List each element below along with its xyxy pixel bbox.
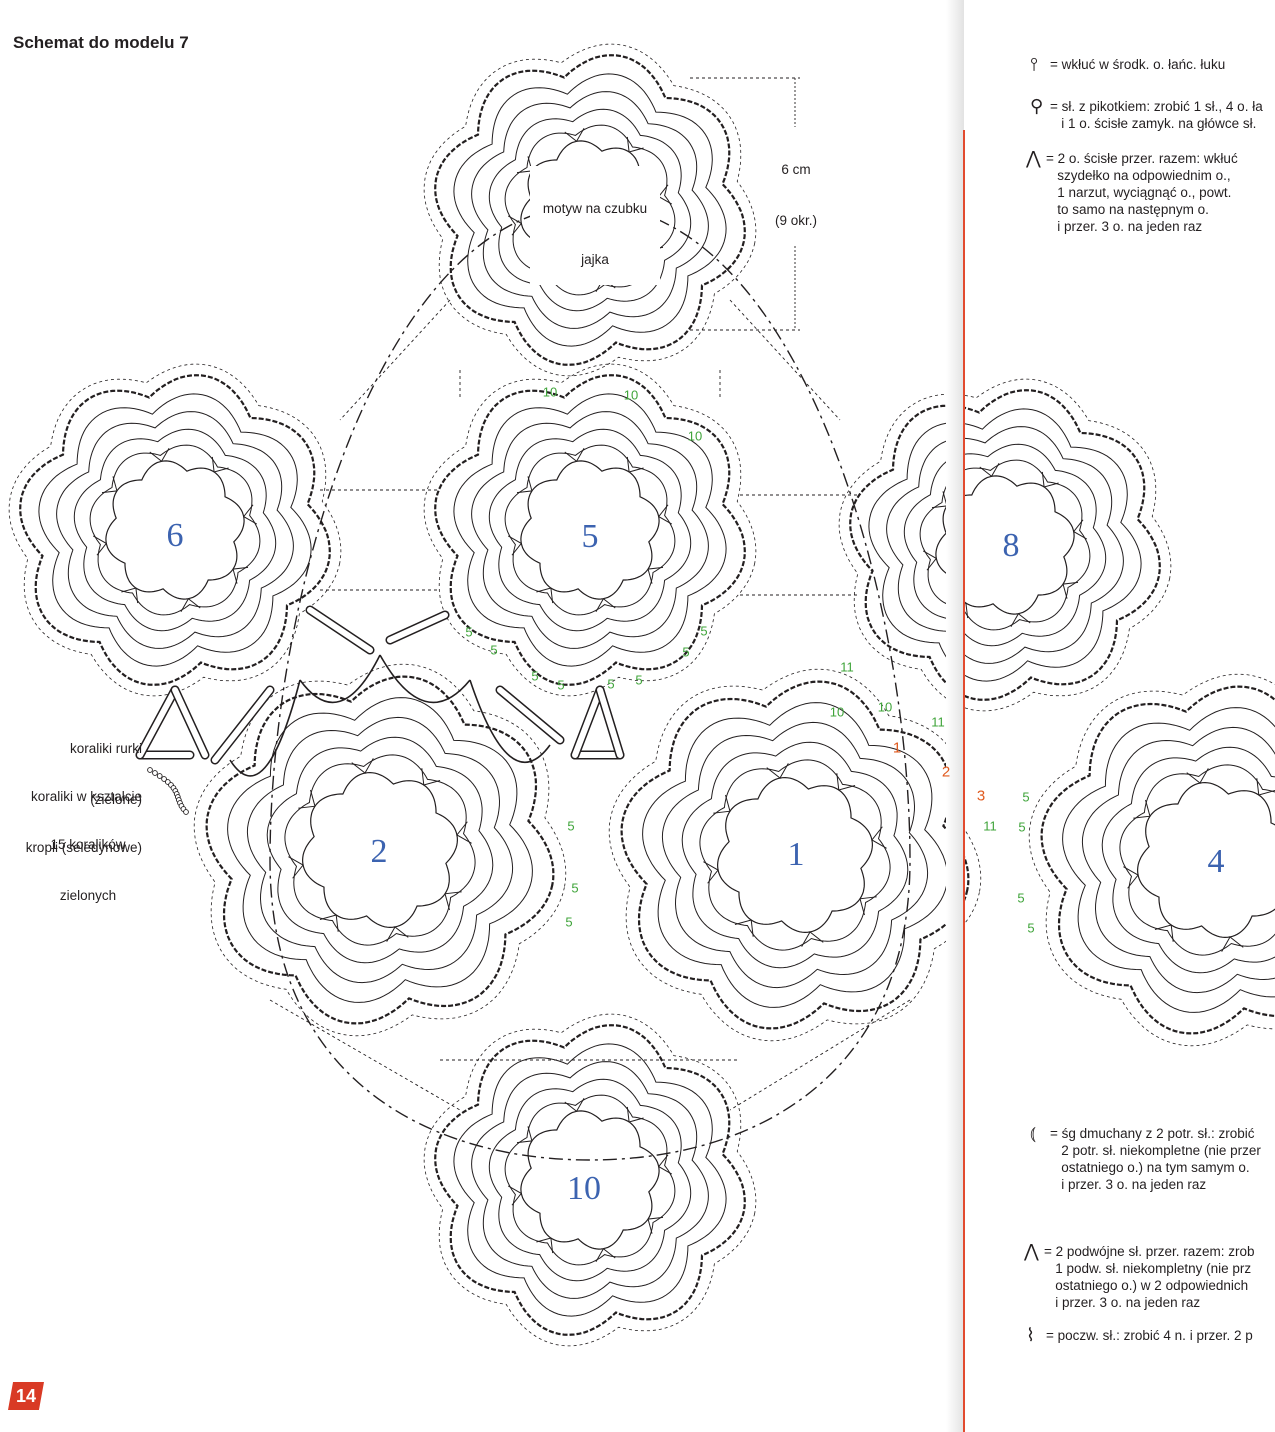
row-number: 11 [840,659,854,675]
row-number: 11 [983,818,997,834]
motif-number-10: 10 [567,1170,601,1207]
top-motif-note: motyw na czubku jajka [530,166,660,285]
height-note-line1: 6 cm [781,162,811,177]
top-motif-note-line1: motyw na czubku [542,201,648,216]
row-number: 5 [700,623,708,639]
beads-count-line1: 15 koralików [50,837,126,852]
row-number: 5 [682,644,690,660]
top-motif-note-line2: jajka [581,252,609,267]
legend-text: = 2 o. ścisłe przer. razem: wkłuć szydeł… [1046,151,1238,234]
row-number: 11 [931,714,945,730]
bead-string [135,605,625,815]
legend-text: = poczw. sł.: zrobić 4 n. i przer. 2 p [1046,1328,1253,1343]
motif-number-8: 8 [1002,527,1020,564]
row-number: 5 [490,642,498,658]
beads-tube-line2: (zielone) [90,792,142,807]
motif-number-5: 5 [581,518,599,555]
motif-8 [838,378,1172,712]
beads-drop-line2: kropli (seledynowe) [25,840,142,855]
row-number: 5 [531,668,539,684]
beads-tube-line1: koraliki rurki [69,741,142,756]
row-number: 5 [571,880,579,896]
row-number: 5 [557,677,565,693]
beads-drop-note: koraliki w kształcie kropli (seledynowe) [2,754,142,873]
page-number: 14 [8,1382,44,1410]
row-number: 5 [1018,819,1026,835]
legend-text: = śg dmuchany z 2 potr. sł.: zrobić 2 po… [1050,1126,1261,1192]
row-number: 5 [1027,920,1035,936]
page-gutter [946,0,964,1432]
legend-text: = wkłuć w środk. o. łańc. łuku [1050,57,1226,72]
row-number: 5 [635,672,643,688]
row-number-red: 3 [976,787,986,805]
puff-stitch-symbol-icon: ⦅ [1030,1123,1036,1144]
row-number: 5 [1022,789,1030,805]
legend-text: = 2 podwójne sł. przer. razem: zrob 1 po… [1044,1244,1255,1310]
beads-count-line2: zielonych [59,888,117,903]
legend-text: = sł. z pikotkiem: zrobić 1 sł., 4 o. ła… [1050,99,1263,131]
beads-drop-line1: koraliki w kształcie [30,789,142,804]
decrease-symbol-icon: ⋀ [1026,148,1041,169]
row-number: 5 [1017,890,1025,906]
page-title: Schemat do modelu 7 [13,33,189,52]
beads-tube-note: koraliki rurki (zielone) [20,706,142,825]
motif-6 [8,363,342,697]
page-edge-line [963,130,965,1432]
row-number-red: 2 [941,763,951,781]
motif-number-4: 4 [1207,843,1225,880]
quadruple-treble-symbol-icon: ⌇ [1026,1325,1035,1346]
row-number: 5 [465,624,473,640]
row-number: 10 [877,699,893,715]
motif-number-1: 1 [787,836,805,873]
row-number-red: 1 [892,739,902,757]
stitch-symbol-icon: ⫯ [1030,54,1038,75]
motif-10 [423,1013,757,1347]
row-number: 10 [829,704,845,720]
motif-number-6: 6 [166,517,184,554]
row-number: 10 [623,387,639,403]
motif-5 [423,363,757,697]
double-treble-decrease-symbol-icon: ⋀ [1024,1241,1039,1262]
row-number: 10 [687,428,703,444]
motif-4 [1028,673,1275,1047]
row-number: 5 [565,914,573,930]
motif-2 [193,663,567,1037]
motif-1 [608,668,982,1042]
row-number: 5 [607,676,615,692]
row-number: 5 [567,818,575,834]
picot-symbol-icon: ⚲ [1030,96,1044,117]
row-number: 10 [542,384,558,400]
beads-count-note: 15 koralików zielonych [38,802,138,921]
height-note-line2: (9 okr.) [774,213,817,228]
height-note: 6 cm (9 okr.) [763,127,829,246]
motif-number-2: 2 [370,833,388,870]
